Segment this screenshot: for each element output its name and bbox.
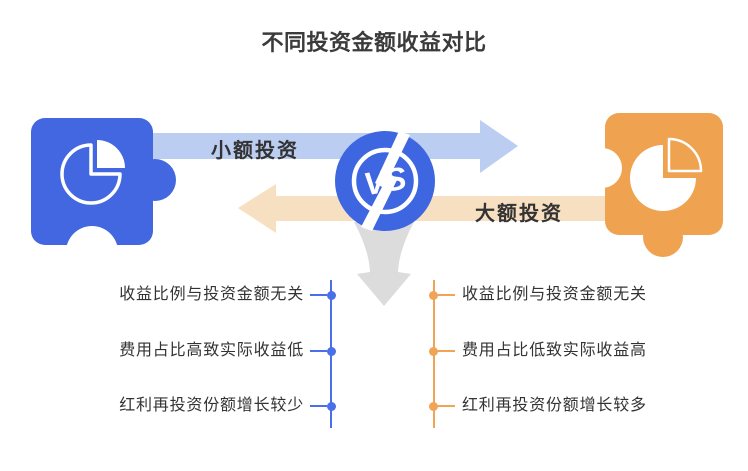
vs-badge: VS [335, 131, 435, 231]
small-investment-arrow-head [480, 120, 518, 173]
small-investment-label: 小额投资 [211, 140, 299, 162]
list-item: 费用占比低致实际收益高 [462, 342, 647, 359]
lightning-slash-icon [361, 131, 410, 231]
list-item: 收益比例与投资金额无关 [462, 286, 647, 303]
connector-dash [438, 294, 455, 296]
connector-dash [310, 405, 327, 407]
list-item: 红利再投资份额增长较少 [119, 397, 304, 414]
pie-chart-icon [60, 140, 125, 205]
timeline-dot [327, 402, 336, 411]
connector-dash [310, 294, 327, 296]
page-title: 不同投资金额收益对比 [261, 30, 487, 55]
right-puzzle-icon [582, 113, 723, 257]
connector-dash [438, 405, 455, 407]
large-investment-label: 大额投资 [475, 203, 563, 225]
connector-dash [438, 350, 455, 352]
connector-dash [310, 350, 327, 352]
list-item: 收益比例与投资金额无关 [119, 286, 304, 303]
large-investment-arrow-body [276, 196, 608, 221]
timeline-dot [327, 291, 336, 300]
large-investment-arrow-head [238, 184, 276, 233]
list-item: 红利再投资份额增长较多 [462, 397, 647, 414]
vs-label: VS [361, 159, 410, 202]
timeline-dot [327, 347, 336, 356]
down-arrow-icon [354, 222, 414, 306]
left-puzzle-icon [31, 118, 176, 273]
timeline-dot [429, 347, 438, 356]
timeline-dot [429, 402, 438, 411]
list-item: 费用占比高致实际收益低 [119, 342, 304, 359]
pie-chart-icon [630, 137, 703, 211]
timeline-dot [429, 291, 438, 300]
